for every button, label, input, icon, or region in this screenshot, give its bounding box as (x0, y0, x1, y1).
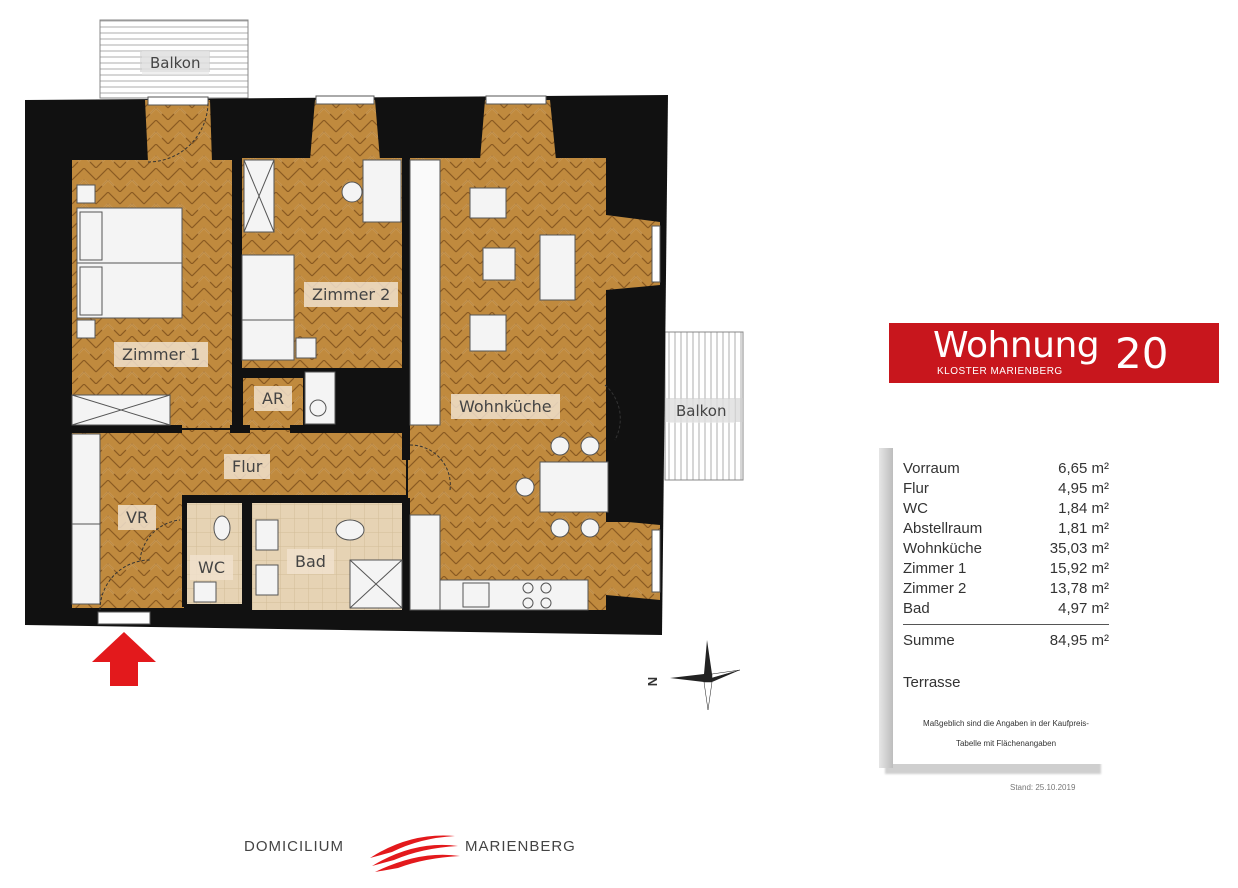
stand-date: Stand: 25.10.2019 (1010, 783, 1076, 792)
room-label-zimmer1: Zimmer 1 (114, 342, 209, 367)
door-arcs (99, 101, 621, 611)
brand-name-right: MARIENBERG (465, 838, 576, 855)
brand-name-left: DOMICILIUM (244, 838, 344, 855)
apartment-number: 20 (1115, 329, 1169, 378)
terrasse-row: Terrasse (903, 674, 961, 691)
furniture (71, 159, 609, 611)
room-label-bad: Bad (287, 549, 334, 574)
brand-logo (370, 835, 460, 872)
room-label-ar: AR (254, 386, 293, 411)
apartment-title-box: Wohnung KLOSTER MARIENBERG 20 (889, 323, 1219, 383)
sum-divider (903, 624, 1109, 625)
room-label-flur: Flur (224, 454, 271, 479)
area-table-shadow (879, 448, 893, 768)
entrance-arrow (92, 632, 156, 686)
windows (97, 95, 661, 625)
area-note: Maßgeblich sind die Angaben in der Kaufp… (923, 719, 1089, 748)
room-label-zimmer2: Zimmer 2 (304, 282, 399, 307)
interior-walls (72, 150, 660, 610)
balkon-right-label: Balkon (668, 399, 735, 423)
balkon-top-label: Balkon (142, 51, 209, 75)
apartment-subtitle: KLOSTER MARIENBERG (937, 366, 1063, 377)
room-label-wc: WC (190, 555, 233, 580)
apartment-title-word: Wohnung (933, 325, 1100, 366)
compass-letter: N (645, 676, 661, 687)
compass-rose (670, 640, 741, 711)
room-label-wohnkueche: Wohnküche (451, 394, 560, 419)
room-label-vr: VR (118, 505, 157, 530)
